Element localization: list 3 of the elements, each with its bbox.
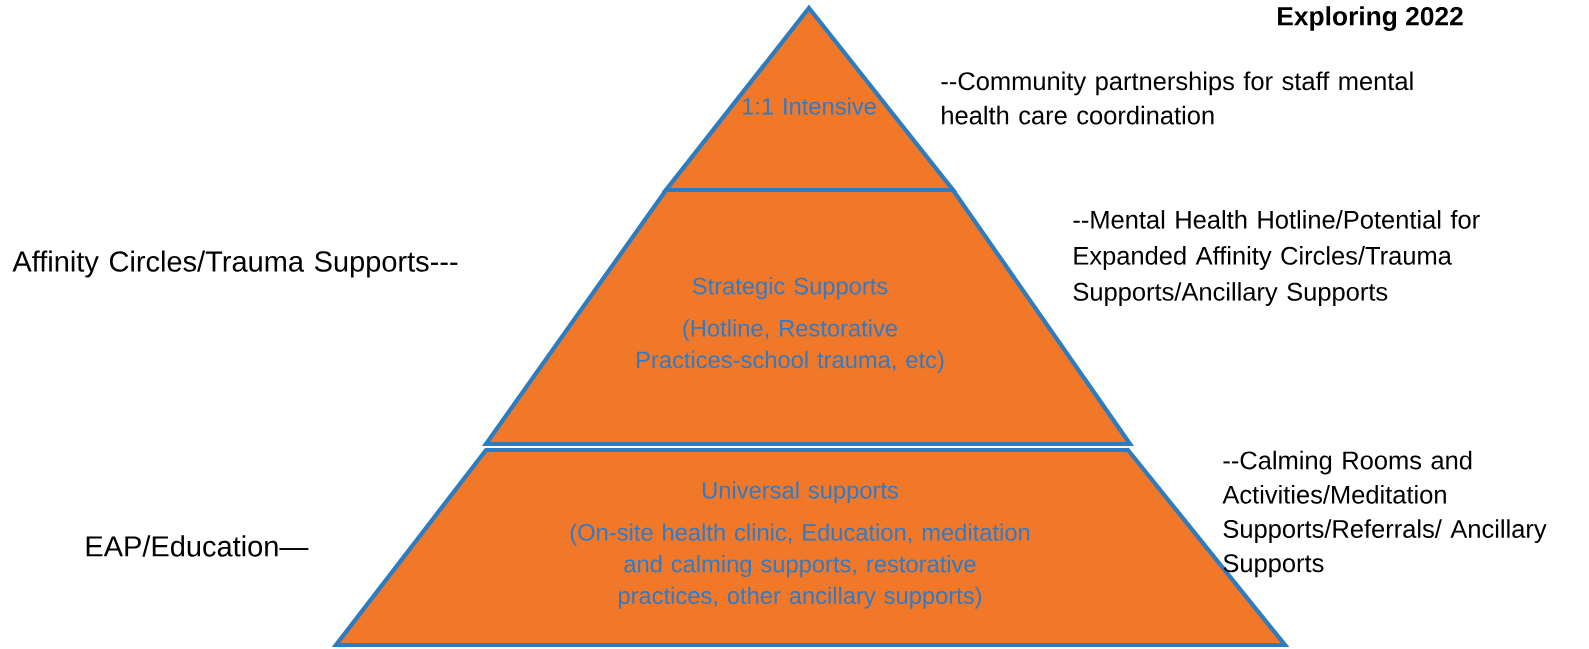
side-note: Affinity Circles/Trauma Supports--- <box>12 250 458 278</box>
title: Exploring 2022 <box>1278 6 1463 31</box>
side-note: EAP/Education— <box>86 535 309 557</box>
